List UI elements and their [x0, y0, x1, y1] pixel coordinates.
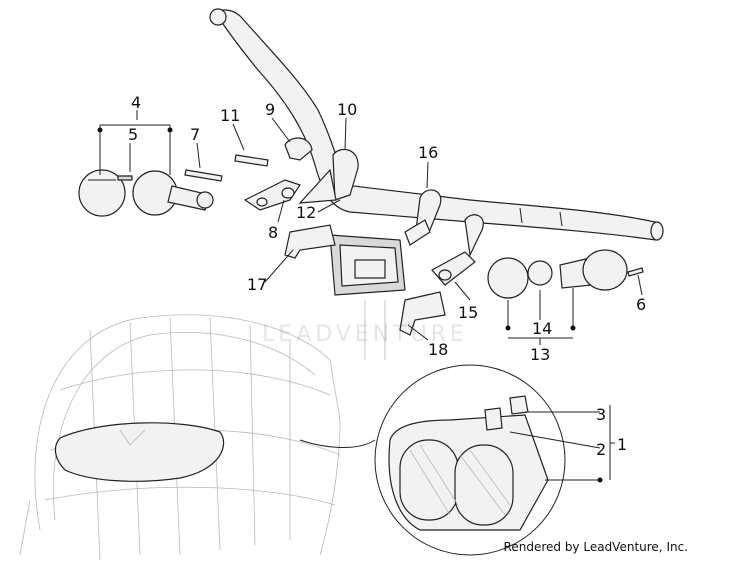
screw-6 [627, 267, 644, 277]
callout-14: 14 [532, 319, 552, 338]
callout-17: 17 [247, 275, 267, 294]
callout-1: 1 [617, 435, 627, 454]
clamp-10 [298, 148, 359, 204]
callout-16: 16 [418, 143, 438, 162]
callout-7: 7 [190, 125, 200, 144]
callout-13: 13 [530, 345, 550, 364]
callout-10: 10 [337, 100, 357, 119]
leader-dots [97, 127, 603, 483]
bolts [184, 154, 269, 182]
callout-6: 6 [636, 295, 646, 314]
callout-15: 15 [458, 303, 478, 322]
callout-3: 3 [596, 405, 606, 424]
callout-11: 11 [220, 106, 240, 125]
clamp-16 [404, 189, 442, 246]
bracket-18 [399, 291, 446, 336]
clamp-left [243, 137, 313, 211]
callout-4: 4 [131, 93, 141, 112]
callout-12: 12 [296, 203, 316, 222]
right-turn-signal [487, 249, 628, 299]
footer-credit: Rendered by LeadVenture, Inc. [503, 540, 688, 554]
handlebar-mount [329, 234, 406, 360]
callout-9: 9 [265, 100, 275, 119]
callout-2: 2 [596, 440, 606, 459]
scooter-front-body [19, 314, 341, 561]
headlight-detail [299, 364, 566, 556]
bracket-17 [284, 224, 336, 259]
callout-5: 5 [128, 125, 138, 144]
leader-lines [99, 110, 643, 481]
clamp-right [431, 214, 484, 286]
callout-18: 18 [428, 340, 448, 359]
left-turn-signal [78, 169, 214, 217]
watermark: LEADVENTURE [262, 322, 468, 347]
callout-8: 8 [268, 223, 278, 242]
